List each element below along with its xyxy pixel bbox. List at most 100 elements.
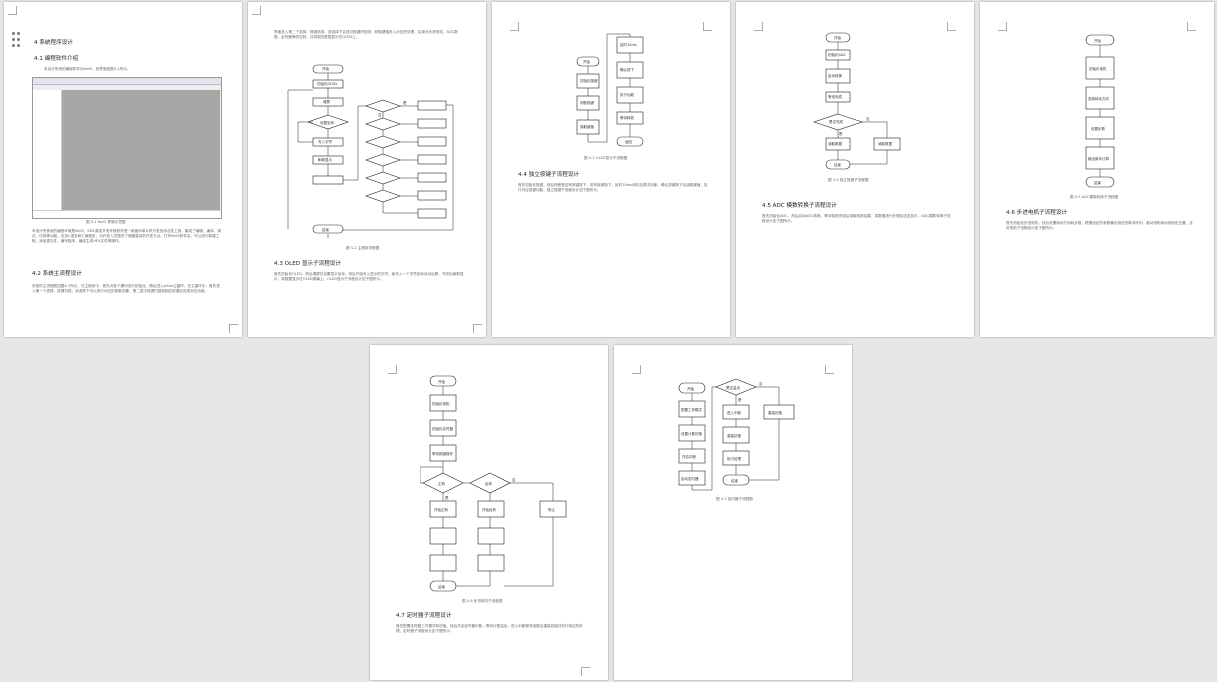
flow-label: 设置计数初值 xyxy=(681,431,702,436)
corner-mark xyxy=(754,22,763,31)
corner-mark xyxy=(632,365,641,374)
flow-label: 否 xyxy=(378,113,382,117)
figure-caption: 图 4-7 定时器子流程图 xyxy=(716,497,753,501)
flow-label: 初始化按键 xyxy=(580,78,598,83)
oled-flowchart: 开始 初始化按键 判断按键 读取键值 延时10ms 确认按下 执行功能 等待释放… xyxy=(576,33,644,147)
flow-label: 启动转换 xyxy=(828,73,842,78)
flow-label: 设置步数 xyxy=(1091,126,1106,131)
paragraph: 本设计所使用的编程环境是Keil5，KEIL集成开发环境软件是一款面向单片机开发… xyxy=(32,229,221,243)
corner-mark xyxy=(388,365,397,374)
flow-label: 结束 xyxy=(438,584,446,589)
adc-flowchart: 开始 初始化ADC 启动转换 等待完成 是否完成 是 否 读取数据 读取数据 结… xyxy=(813,32,901,170)
flow-label: 返回 xyxy=(625,139,633,144)
flow-label: 开始反转 xyxy=(482,507,496,512)
document-page-1[interactable]: 4 系统程序设计 4.1 编程软件介绍 本设计所用的编程软件为Keil5，其界面… xyxy=(4,2,242,337)
flow-label: 读取键值 xyxy=(580,124,594,129)
flow-label: 初始化OLED xyxy=(317,81,337,86)
paragraph: 首先初始化OLED，然后清屏并设置显示坐标，然后开始写入显示的字符，每写入一个字… xyxy=(274,272,464,281)
corner-mark xyxy=(825,365,834,374)
document-page-4[interactable]: 开始 初始化ADC 启动转换 等待完成 是否完成 是 否 读取数据 读取数据 结… xyxy=(736,2,974,337)
figure-caption: 图 4-2 主程序流程图 xyxy=(346,246,380,250)
flow-label: 启动定时器 xyxy=(681,476,699,481)
flow-label: 等待完成 xyxy=(828,94,842,99)
document-page-2[interactable]: 界面进入第二个选择：按键选择，该选择下实现对按键的检测，获取键值进入对应的处理，… xyxy=(248,2,486,337)
flow-label: 否 xyxy=(759,382,763,386)
document-page-3[interactable]: 开始 初始化按键 判断按键 读取键值 延时10ms 确认按下 执行功能 等待释放… xyxy=(492,2,730,337)
flow-label: 是 xyxy=(403,100,407,105)
main-flowchart: 开始 初始化OLED 清屏 设置坐标 写入字符 刷新显示 是 否 结束 xyxy=(287,64,454,238)
flow-label: 执行处理 xyxy=(727,456,741,461)
paragraph: 首先初始化按键，然后判断是否有按键按下，若有按键按下，延时10ms消抖后再次判断… xyxy=(518,183,708,192)
figure-caption: 图 4-4 独立按键子流程图 xyxy=(828,178,869,182)
flow-label: 结束 xyxy=(1094,180,1102,185)
timer-flowchart: 开始 配置工作模式 设置计数初值 开启中断 启动定时器 是否溢出 是 否 进入中… xyxy=(678,378,795,491)
corner-mark xyxy=(510,22,519,31)
subsection-heading: 4.6 步进电机子流程设计 xyxy=(1006,210,1068,216)
keil-screenshot-figure xyxy=(32,77,222,219)
figure-caption: 图 4-6 步进电机子流程图 xyxy=(462,599,503,603)
flow-label: 重装初值 xyxy=(727,433,741,438)
flow-label: 是 xyxy=(738,397,742,402)
flow-label: 读取数据 xyxy=(828,141,842,146)
flow-label: 是 xyxy=(839,131,843,136)
flow-label: 开始 xyxy=(583,59,591,64)
flow-label: 清屏 xyxy=(323,99,331,104)
flow-label: 是否完成 xyxy=(829,119,843,124)
subsection-heading: 4.7 定时器子流程设计 xyxy=(396,613,452,619)
flow-label: 初始化定时器 xyxy=(432,426,453,431)
flow-label: 开始正转 xyxy=(434,507,448,512)
flow-label: 否 xyxy=(512,478,516,482)
subsection-heading: 4.3 OLED 显示子流程设计 xyxy=(274,261,341,267)
flow-label: 结束 xyxy=(731,478,739,483)
figure-caption: 图 4-3 OLED显示子流程图 xyxy=(584,156,628,160)
flow-label: 判断按键 xyxy=(580,100,594,105)
paragraph: 首先初始化步进电机，然后设置转动方向和步数，根据设定的参数输出相应的脉冲序列，驱… xyxy=(1006,221,1193,230)
flow-label: 结束 xyxy=(322,227,330,232)
paragraph: 系统的主流程图如图4-2所示。在主程序中，首先对各个模块进行初始化，随后进入wh… xyxy=(32,284,220,293)
flow-label: 开始 xyxy=(438,379,446,384)
subsection-heading: 4.4 独立按键子流程设计 xyxy=(518,172,580,178)
flow-label: 开始 xyxy=(687,386,695,391)
flow-label: 初始化ADC xyxy=(828,52,847,57)
flow-label: 设置坐标 xyxy=(320,120,334,125)
corner-mark xyxy=(998,22,1007,31)
corner-mark xyxy=(1187,22,1196,31)
flow-label: 执行功能 xyxy=(620,92,634,97)
figure-caption: 图 4-1 Keil5 界面示意图 xyxy=(86,220,126,224)
paragraph: 首先配置定时器工作模式和初值，然后开启定时器中断，等待计数溢出，进入中断服务函数… xyxy=(396,624,583,633)
figure-caption: 图 4-5 ADC模数转换子流程图 xyxy=(1070,195,1119,199)
corner-mark xyxy=(947,22,956,31)
flow-label: 配置工作模式 xyxy=(681,407,702,412)
flow-label: 选择转动方向 xyxy=(1088,96,1109,101)
corner-mark xyxy=(252,6,261,15)
flow-label: 开始 xyxy=(1094,38,1102,43)
flow-label: 初始化电机 xyxy=(1089,66,1107,71)
flow-label: 确认按下 xyxy=(620,67,634,72)
document-page-6[interactable]: 开始 初始化电机 初始化定时器 等待按键操作 正转 反转 停止 开始正转 开始反… xyxy=(370,345,608,680)
flow-label: 否 xyxy=(866,117,870,121)
subsection-heading: 4.1 编程软件介绍 xyxy=(34,56,79,62)
subsection-heading: 4.5 ADC 模数转换子流程设计 xyxy=(762,203,837,209)
corner-mark xyxy=(229,324,238,333)
flow-label: 正转 xyxy=(438,481,446,486)
flow-label: 等待释放 xyxy=(620,115,634,120)
corner-mark xyxy=(8,6,17,15)
flow-label: 初始化电机 xyxy=(432,401,450,406)
corner-mark xyxy=(473,324,482,333)
document-page-7[interactable]: 开始 配置工作模式 设置计数初值 开启中断 启动定时器 是否溢出 是 否 进入中… xyxy=(614,345,852,680)
flow-label: 写入字符 xyxy=(318,139,332,144)
drag-handle-icon[interactable] xyxy=(12,32,22,48)
document-page-5[interactable]: 开始 初始化电机 选择转动方向 设置步数 输出脉冲计算 结束 图 4-5 ADC… xyxy=(980,2,1214,337)
flow-label: 结束 xyxy=(834,162,842,167)
flow-label: 是 xyxy=(445,495,449,500)
corner-mark xyxy=(581,667,590,676)
stepper-main-flowchart: 开始 初始化电机 初始化定时器 等待按键操作 正转 反转 停止 开始正转 开始反… xyxy=(420,375,567,592)
flow-label: 延时10ms xyxy=(620,42,637,47)
flow-label: 读取数据 xyxy=(878,141,892,146)
paragraph: 本设计所用的编程软件为Keil5，其界面如图4-1所示。 xyxy=(44,67,131,71)
subsection-heading: 4.2 系统主流程设计 xyxy=(32,271,82,277)
corner-mark xyxy=(703,22,712,31)
flow-label: 反转 xyxy=(485,481,493,486)
paragraph: 首先初始化ADC，然后启动ADC转换，等待转换完成后读取转换结果，将数据进行处理… xyxy=(762,214,951,223)
flow-label: 重装初值 xyxy=(768,410,782,415)
